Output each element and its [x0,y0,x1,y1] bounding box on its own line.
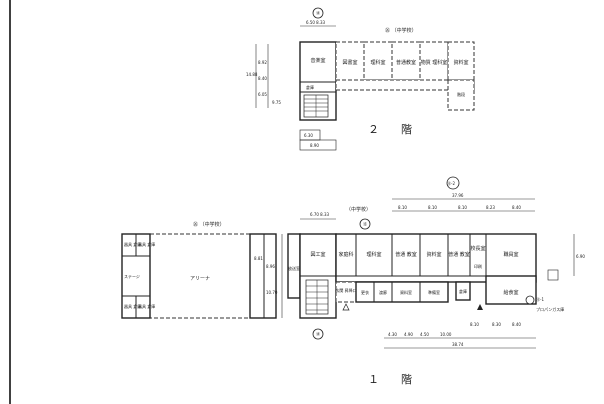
floor1-equip-2: 器具 倉庫 [138,241,155,247]
floor1-dim-vertical: 8.96 [266,264,275,269]
floor1-bottom-marker [312,328,324,340]
floor1-room-print: 印刷 [474,263,482,269]
floor2-stair [303,94,329,118]
floor1-room-class-1: 普通 教室 [395,251,417,258]
floor1-lower-corridor: 渡廊 [379,289,387,295]
floor2-room-science: 理科室 [370,59,385,66]
floor1-right-marker [525,295,535,305]
floor2-room-music: 音楽室 [310,57,325,64]
floor2-dim-bottom-2: 8.90 [310,143,319,148]
floor2-building-number-marker [312,7,324,19]
floor1-dim-left-block: 6.70 8.33 [310,212,330,217]
floor1-dim-bottom-seg: 8.40 [512,322,521,327]
floor1-equip-4: 器具 倉庫 [138,303,155,309]
floor1-gym-side [249,233,277,319]
floor1-propane-box [547,269,559,281]
floor1-lower-materials: 資料室 [400,289,412,295]
floor2-dim-left-4: 6.05 [258,92,267,97]
floor1-room-materials: 資料室 [426,251,441,258]
floor2-dim-left-5: 9.75 [272,100,281,105]
floor1-stair [305,279,329,315]
floor1-right-number: ⑫-1 [536,296,544,302]
floor2-label: ２ 階 [368,122,412,136]
floor1-room-craft: 図工室 [310,251,325,258]
floor1-marker [477,304,483,310]
floor1-school-label-mid: （中学校） [346,206,371,213]
floor2-plan: ⑭ ㉖ （中学校） 6.50 8.33 14.88 8.92 8.40 6.05… [246,7,475,151]
floor1-equip-1: 器具 倉庫 [124,241,141,247]
floor1-dim-top-seg: 8.40 [512,205,521,210]
floor1-lower-changing: 更衣 [361,289,369,295]
floor1-room-class-2: 普通 教室 [448,251,470,258]
floor1-building-number: ⑫-2 [447,180,455,186]
floor2-room-library: 図書室 [342,59,357,66]
floor2-dim-left-2: 8.92 [258,60,267,65]
floor2-dim-bottom-1: 6.30 [304,133,313,138]
floor1-room-principal: 校長室 [470,245,485,252]
floor1-room-kitchen: 給食室 [503,289,518,296]
floor1-dim-bottom-seg: 4.90 [404,332,413,337]
floor1-label: １ 階 [368,372,412,386]
floor1-dim-right: 6.90 [576,254,585,259]
floor1-dim-top-seg: 8.10 [458,205,467,210]
floor2-annex [447,79,475,111]
floor1-room-home: 家庭科 [338,251,353,258]
floor1-dim-vertical: 8.81 [254,256,263,261]
floor1-dim-top-seg: 8.23 [486,205,495,210]
floor1-mid-marker [359,218,371,230]
floor2-dim-box [299,139,337,151]
floor1-dim-bottom-seg: 4.30 [388,332,397,337]
floor1-lower-prep: 準備室 [428,289,440,295]
floor2-room-materials: 資料室 [453,59,468,66]
floor2-dim-left-1: 14.88 [246,72,258,77]
floor2-school-label: ㉖ （中学校） [385,27,417,34]
floor1-building-marker [446,176,460,190]
floor1-dim-bottom-total: 38.74 [452,342,464,347]
floor2-room-box [363,41,393,81]
floor2-room-classroom: 普通教室 [396,59,416,66]
floor1-dim-top-seg: 8.10 [398,205,407,210]
floor1-entrance-marker [342,303,350,311]
floor1-arena-label: アリーナ [190,276,210,282]
floor1-plan: ⑫-2 ㉖ （中学校） （中学校） ⑮ 37.96 8.10 8.10 8.10… [121,176,585,386]
floor1-closet [455,281,471,301]
floor1-dim-bottom-seg: 4.50 [420,332,429,337]
floor1-gym-hall-label: 放送室 [288,265,300,271]
floor2-room-physics: 物質 理科室 [421,59,448,66]
floor2-room-box [419,41,449,81]
floor2-corridor [335,79,475,91]
floor1-closet-label: 倉庫 [459,288,467,294]
floor1-gym-arena [149,233,251,319]
floor1-dim-bottom-seg: 8.30 [492,322,501,327]
floor1-equip-3: 器具 倉庫 [124,303,141,309]
floor1-dim-top-total: 37.96 [452,193,464,198]
floor2-building-number: ⑭ [316,10,320,16]
floor1-dim-top-seg: 8.10 [428,205,437,210]
floor1-stage-label: ステージ [124,273,140,279]
floor2-room-storage: 倉庫 [306,84,314,90]
floor2-dim-top: 6.50 8.33 [306,20,326,25]
floor1-room-staff: 職員室 [503,251,518,258]
floor1-propane-label: プロパンガス庫 [536,306,564,312]
floor1-bottom-number: ⑭ [316,331,320,337]
floor2-stair-label: 階段 [457,91,465,97]
floor1-mid-number: ⑮ [363,221,367,227]
floor1-dim-vertical: 10.70 [266,290,278,295]
floor1-main-wing [335,233,537,283]
floor1-dim-bottom-seg: 8.10 [470,322,479,327]
floor1-lower-row [355,281,449,303]
floor2-dim-left-3: 8.40 [258,76,267,81]
floor2-music-block [299,41,337,121]
floor1-school-label-left: ㉖ （中学校） [193,221,225,228]
floor1-dim-bottom-seg: 10.00 [440,332,452,337]
floor1-entrance-label: 玄関 昇降口 [335,287,356,293]
floor1-room-science: 理科室 [366,251,381,258]
floor2-room-box [447,41,475,81]
